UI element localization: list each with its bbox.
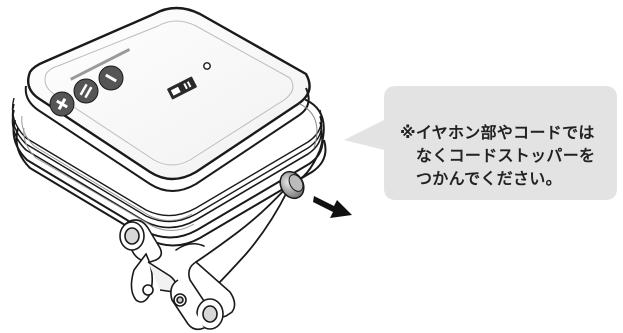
callout-bubble	[344, 86, 617, 200]
instruction-line-3: つかんでください。	[416, 169, 562, 188]
play-pause-icon	[73, 78, 99, 104]
led-indicator-icon	[203, 62, 211, 70]
instruction-line-1: ※イヤホン部やコードでは	[400, 123, 595, 142]
instruction-note: ※イヤホン部やコードでは なくコードストッパーを つかんでください。	[400, 121, 615, 190]
plus-icon	[49, 91, 75, 117]
instruction-line-2: なくコードストッパーを	[416, 146, 596, 165]
power-switch-icon	[167, 76, 197, 100]
earphone-case	[11, 6, 327, 247]
minus-icon	[98, 65, 124, 91]
cord-stopper-icon	[279, 170, 305, 200]
case-buttons	[49, 48, 211, 117]
earbuds	[119, 219, 236, 331]
earbud-right	[170, 261, 236, 331]
cord	[175, 99, 325, 289]
pull-arrow-icon	[313, 196, 352, 218]
printed-label	[70, 48, 131, 81]
